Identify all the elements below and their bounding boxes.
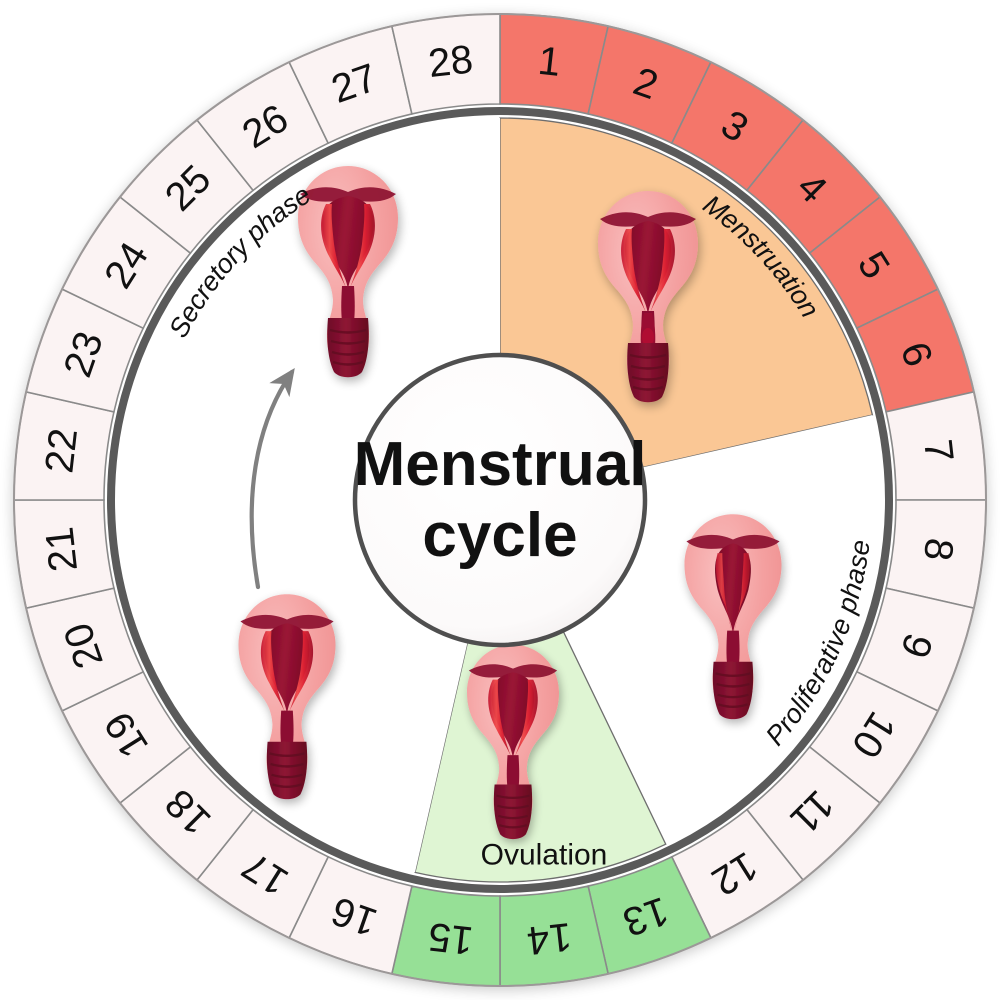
uterus-ovulation-icon [467, 644, 559, 840]
center-title-line1: Menstrual [354, 430, 647, 499]
phase-label-ovulation: Ovulation [481, 839, 608, 872]
day-segment-group [13, 13, 987, 987]
uterus-secretory-low-icon [238, 594, 336, 800]
cycle-direction-arrow [249, 367, 295, 590]
day-number-label: 21 [37, 525, 86, 574]
uterus-menstruation-icon [598, 191, 698, 403]
day-number-label: 22 [37, 426, 86, 475]
inner-ring-border [107, 107, 893, 893]
phase-wedge-group [118, 117, 882, 883]
phase-wedge-secretory[interactable] [118, 118, 500, 873]
day-number-label: 8 [915, 536, 961, 563]
day-number-label: 15 [426, 914, 475, 963]
center-hub: Menstrual cycle [352, 352, 648, 648]
day-number-label: 1 [536, 39, 563, 85]
uterus-illustration-group [238, 166, 782, 840]
uterus-secretory-top-icon [298, 166, 398, 378]
day-number-label: 28 [426, 37, 475, 86]
center-title-line2: cycle [422, 501, 577, 570]
day-number-label: 14 [525, 914, 574, 963]
uterus-proliferative-icon [684, 514, 782, 720]
day-number-label: 7 [915, 437, 961, 464]
